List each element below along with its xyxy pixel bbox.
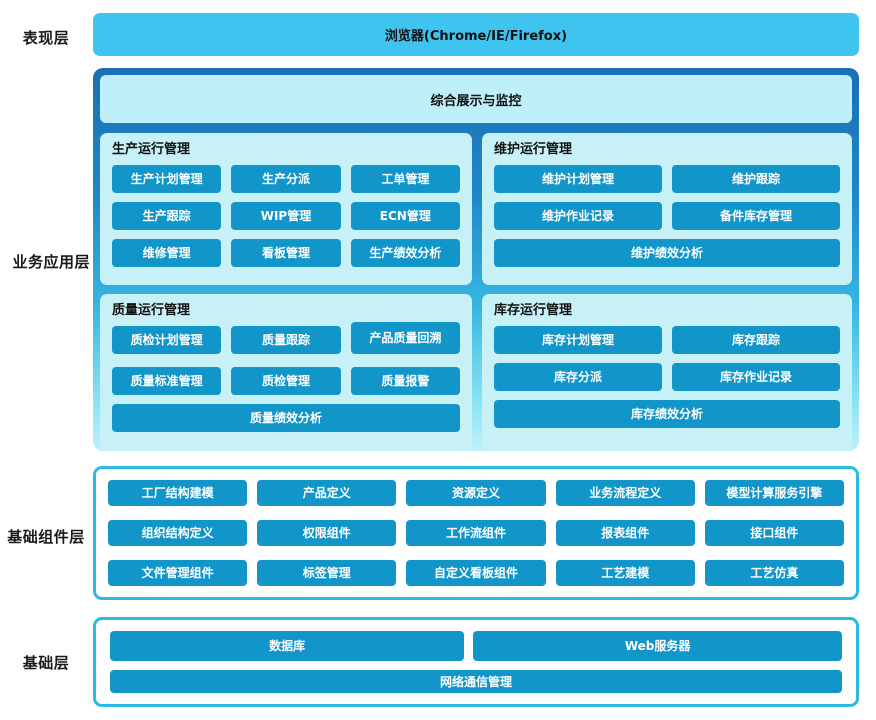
layer-label-presentation: 表现层 bbox=[22, 29, 70, 47]
browser-bar[interactable]: 浏览器(Chrome/IE/Firefox) bbox=[93, 13, 859, 56]
tile-row: 质量标准管理 质检管理 质量报警 bbox=[112, 367, 460, 395]
group-title-maintenance: 维护运行管理 bbox=[494, 142, 573, 157]
tile-web-server[interactable]: Web服务器 bbox=[473, 631, 842, 661]
tile-row: 工厂结构建模 产品定义 资源定义 业务流程定义 模型计算服务引擎 bbox=[108, 480, 845, 506]
tile-label-management[interactable]: 标签管理 bbox=[257, 560, 397, 586]
tile-maintenance-tracking[interactable]: 维护跟踪 bbox=[672, 165, 840, 193]
tile-row: 生产计划管理 生产分派 工单管理 bbox=[112, 165, 460, 193]
layer-label-components: 基础组件层 bbox=[7, 528, 85, 546]
tile-factory-structure-modeling[interactable]: 工厂结构建模 bbox=[108, 480, 248, 506]
tile-production-performance[interactable]: 生产绩效分析 bbox=[350, 239, 460, 267]
business-layer-inner: 综合展示与监控 生产运行管理 生产计划管理 生产分派 工单管理 生产跟踪 WIP… bbox=[100, 75, 852, 451]
tile-maintenance-plan[interactable]: 维护计划管理 bbox=[494, 165, 662, 193]
tile-resource-definition[interactable]: 资源定义 bbox=[406, 480, 546, 506]
tile-inventory-performance[interactable]: 库存绩效分析 bbox=[494, 400, 840, 428]
business-application-layer: 综合展示与监控 生产运行管理 生产计划管理 生产分派 工单管理 生产跟踪 WIP… bbox=[93, 68, 859, 451]
tile-repair-management[interactable]: 维修管理 bbox=[112, 239, 222, 267]
tile-file-management-component[interactable]: 文件管理组件 bbox=[108, 560, 248, 586]
tile-row: 维修管理 看板管理 生产绩效分析 bbox=[112, 239, 460, 267]
tile-inspection-management[interactable]: 质检管理 bbox=[231, 367, 341, 395]
tile-wip-management[interactable]: WIP管理 bbox=[231, 202, 341, 230]
tile-ecn-management[interactable]: ECN管理 bbox=[350, 202, 460, 230]
group-title-production: 生产运行管理 bbox=[112, 142, 191, 157]
tile-inspection-plan[interactable]: 质检计划管理 bbox=[112, 326, 222, 354]
tile-inventory-dispatch[interactable]: 库存分派 bbox=[494, 363, 662, 391]
tile-process-simulation[interactable]: 工艺仿真 bbox=[704, 560, 845, 586]
tile-quality-standard[interactable]: 质量标准管理 bbox=[112, 367, 222, 395]
tile-row: 数据库 Web服务器 bbox=[110, 631, 842, 661]
tile-production-plan[interactable]: 生产计划管理 bbox=[112, 165, 222, 193]
tile-workflow-component[interactable]: 工作流组件 bbox=[406, 520, 546, 546]
layer-label-infrastructure: 基础层 bbox=[22, 654, 70, 672]
tile-network-communication-management[interactable]: 网络通信管理 bbox=[110, 670, 842, 693]
tile-report-component[interactable]: 报表组件 bbox=[555, 520, 695, 546]
tile-work-order[interactable]: 工单管理 bbox=[350, 165, 460, 193]
group-maintenance: 维护运行管理 维护计划管理 维护跟踪 维护作业记录 备件库存管理 维护绩效分析 bbox=[482, 133, 852, 285]
tile-product-definition[interactable]: 产品定义 bbox=[257, 480, 397, 506]
tile-database[interactable]: 数据库 bbox=[110, 631, 465, 661]
tile-quality-performance[interactable]: 质量绩效分析 bbox=[112, 404, 460, 432]
tile-row: 维护计划管理 维护跟踪 bbox=[494, 165, 840, 193]
group-quality: 质量运行管理 质检计划管理 质量跟踪 产品质量回溯 质量标准管理 质检管理 质量… bbox=[100, 294, 472, 451]
tile-row: 文件管理组件 标签管理 自定义看板组件 工艺建模 工艺仿真 bbox=[108, 560, 845, 586]
tile-production-tracking[interactable]: 生产跟踪 bbox=[112, 202, 222, 230]
tile-quality-alarm[interactable]: 质量报警 bbox=[350, 367, 460, 395]
tile-maintenance-work-record[interactable]: 维护作业记录 bbox=[494, 202, 662, 230]
tile-production-dispatch[interactable]: 生产分派 bbox=[231, 165, 341, 193]
tile-permission-component[interactable]: 权限组件 bbox=[257, 520, 397, 546]
group-production: 生产运行管理 生产计划管理 生产分派 工单管理 生产跟踪 WIP管理 ECN管理… bbox=[100, 133, 472, 285]
group-inventory: 库存运行管理 库存计划管理 库存跟踪 库存分派 库存作业记录 库存绩效分析 bbox=[482, 294, 852, 451]
tile-model-computation-engine[interactable]: 模型计算服务引擎 bbox=[704, 480, 845, 506]
tile-product-quality-traceability[interactable]: 产品质量回溯 bbox=[350, 322, 460, 354]
tile-interface-component[interactable]: 接口组件 bbox=[704, 520, 845, 546]
tile-row: 生产跟踪 WIP管理 ECN管理 bbox=[112, 202, 460, 230]
tile-row: 组织结构定义 权限组件 工作流组件 报表组件 接口组件 bbox=[108, 520, 845, 546]
tile-spare-parts-inventory[interactable]: 备件库存管理 bbox=[672, 202, 840, 230]
tile-custom-kanban-component[interactable]: 自定义看板组件 bbox=[406, 560, 546, 586]
tile-inventory-work-record[interactable]: 库存作业记录 bbox=[672, 363, 840, 391]
tile-inventory-tracking[interactable]: 库存跟踪 bbox=[672, 326, 840, 354]
infrastructure-layer: 数据库 Web服务器 网络通信管理 bbox=[93, 617, 859, 707]
tile-row: 库存计划管理 库存跟踪 bbox=[494, 326, 840, 354]
tile-quality-tracking[interactable]: 质量跟踪 bbox=[231, 326, 341, 354]
tile-kanban-management[interactable]: 看板管理 bbox=[231, 239, 341, 267]
tile-org-structure-definition[interactable]: 组织结构定义 bbox=[108, 520, 248, 546]
tile-process-modeling[interactable]: 工艺建模 bbox=[555, 560, 695, 586]
tile-row: 库存分派 库存作业记录 bbox=[494, 363, 840, 391]
tile-inventory-plan[interactable]: 库存计划管理 bbox=[494, 326, 662, 354]
integrated-display-monitor-banner[interactable]: 综合展示与监控 bbox=[100, 75, 852, 123]
group-title-inventory: 库存运行管理 bbox=[494, 303, 573, 318]
group-title-quality: 质量运行管理 bbox=[112, 303, 191, 318]
tile-business-process-definition[interactable]: 业务流程定义 bbox=[555, 480, 695, 506]
tile-row: 质检计划管理 质量跟踪 产品质量回溯 bbox=[112, 322, 460, 358]
tile-row: 维护作业记录 备件库存管理 bbox=[494, 202, 840, 230]
layer-label-business: 业务应用层 bbox=[12, 253, 90, 271]
base-components-layer: 工厂结构建模 产品定义 资源定义 业务流程定义 模型计算服务引擎 组织结构定义 … bbox=[93, 466, 859, 600]
tile-maintenance-performance[interactable]: 维护绩效分析 bbox=[494, 239, 840, 267]
